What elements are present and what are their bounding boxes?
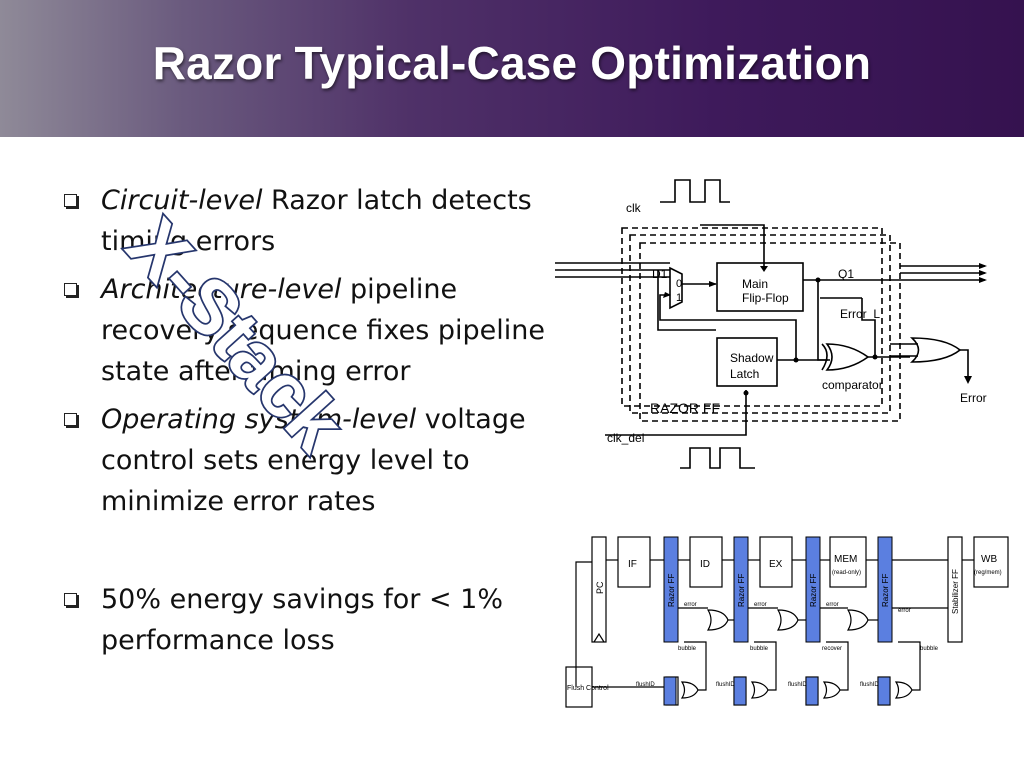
mux-0-label: 0 [676, 278, 682, 290]
error-label: error [826, 602, 839, 608]
stabilizer-ff-label: Stabilizer FF [951, 569, 960, 614]
error-label: error [754, 602, 767, 608]
razor-ff-diagram: clk D1 0 1 Main Flip-Flop Q1 Error_L Sha… [555, 179, 987, 469]
error-output-label: Error [960, 391, 987, 405]
stage-wb-sub: (reg/mem) [974, 570, 1002, 576]
main-ff-label: Main [742, 277, 768, 291]
checkbox-bullet-icon [64, 283, 77, 296]
error-label: error [898, 608, 911, 614]
q1-label: Q1 [838, 267, 854, 281]
razor-ff-bars [663, 536, 893, 706]
flush-control-label: Flush Control [567, 685, 609, 692]
stage-if-label: IF [628, 559, 637, 570]
bullet-item: 50% energy savings for < 1% performance … [64, 579, 564, 661]
mux-1-label: 1 [676, 292, 682, 304]
bullet-text: voltage control sets energy level to min… [101, 404, 526, 517]
bubble-label: bubble [920, 646, 939, 652]
bullet-text: pipeline recovery sequence fixes pipelin… [101, 274, 545, 387]
bullet-list: Circuit-level Razor latch detects timing… [64, 180, 564, 668]
stage-mem-sub: (read-only) [832, 570, 861, 576]
bullet-text: 50% energy savings for < 1% performance … [101, 584, 503, 656]
bullet-text: Razor latch detects timing errors [101, 185, 532, 257]
flush-id-label: flushID [636, 682, 655, 688]
flush-id-label: flushID [860, 682, 879, 688]
razor-ff-label: Razor FF [881, 574, 890, 607]
stage-ex-label: EX [769, 559, 783, 570]
stage-mem-label: MEM [834, 554, 857, 565]
bullet-item: Operating system-level voltage control s… [64, 399, 564, 522]
bubble-label: bubble [750, 646, 769, 652]
error-l-label: Error_L [840, 307, 880, 321]
pc-label: PC [595, 581, 605, 594]
slide-title: Razor Typical-Case Optimization [152, 37, 872, 89]
checkbox-bullet-icon [64, 413, 77, 426]
title-bar: Razor Typical-Case Optimization [0, 0, 1024, 137]
checkbox-bullet-icon [64, 593, 77, 606]
bubble-label: bubble [678, 646, 697, 652]
bullet-item: Architecture-level pipeline recovery seq… [64, 269, 564, 392]
stage-id-label: ID [700, 559, 710, 570]
bullet-emphasis: Architecture-level [101, 274, 342, 305]
pipeline-diagram: PC IF ID EX MEM (read-only) WB (reg/mem)… [565, 536, 1009, 708]
razor-ff-label: Razor FF [667, 574, 676, 607]
bullet-emphasis: Operating system-level [101, 404, 417, 435]
comparator-label: comparator [822, 378, 883, 392]
stage-wb-label: WB [981, 554, 997, 565]
error-label: error [684, 602, 697, 608]
d1-label: D1 [652, 267, 668, 281]
bullet-item: Circuit-level Razor latch detects timing… [64, 180, 564, 262]
razor-ff-label: Razor FF [809, 574, 818, 607]
flush-id-label: flushID [788, 682, 807, 688]
clk-del-label: clk_del [607, 431, 644, 445]
checkbox-bullet-icon [64, 194, 77, 207]
main-ff-label: Flip-Flop [742, 291, 789, 305]
shadow-latch-label: Shadow [730, 351, 774, 365]
flush-id-label: flushID [716, 682, 735, 688]
razor-ff-label: Razor FF [737, 574, 746, 607]
bullet-emphasis: Circuit-level [101, 185, 263, 216]
razor-ff-label: RAZOR FF [650, 400, 720, 416]
recover-label: recover [822, 646, 842, 652]
shadow-latch-label: Latch [730, 367, 759, 381]
clk-label: clk [626, 201, 642, 215]
